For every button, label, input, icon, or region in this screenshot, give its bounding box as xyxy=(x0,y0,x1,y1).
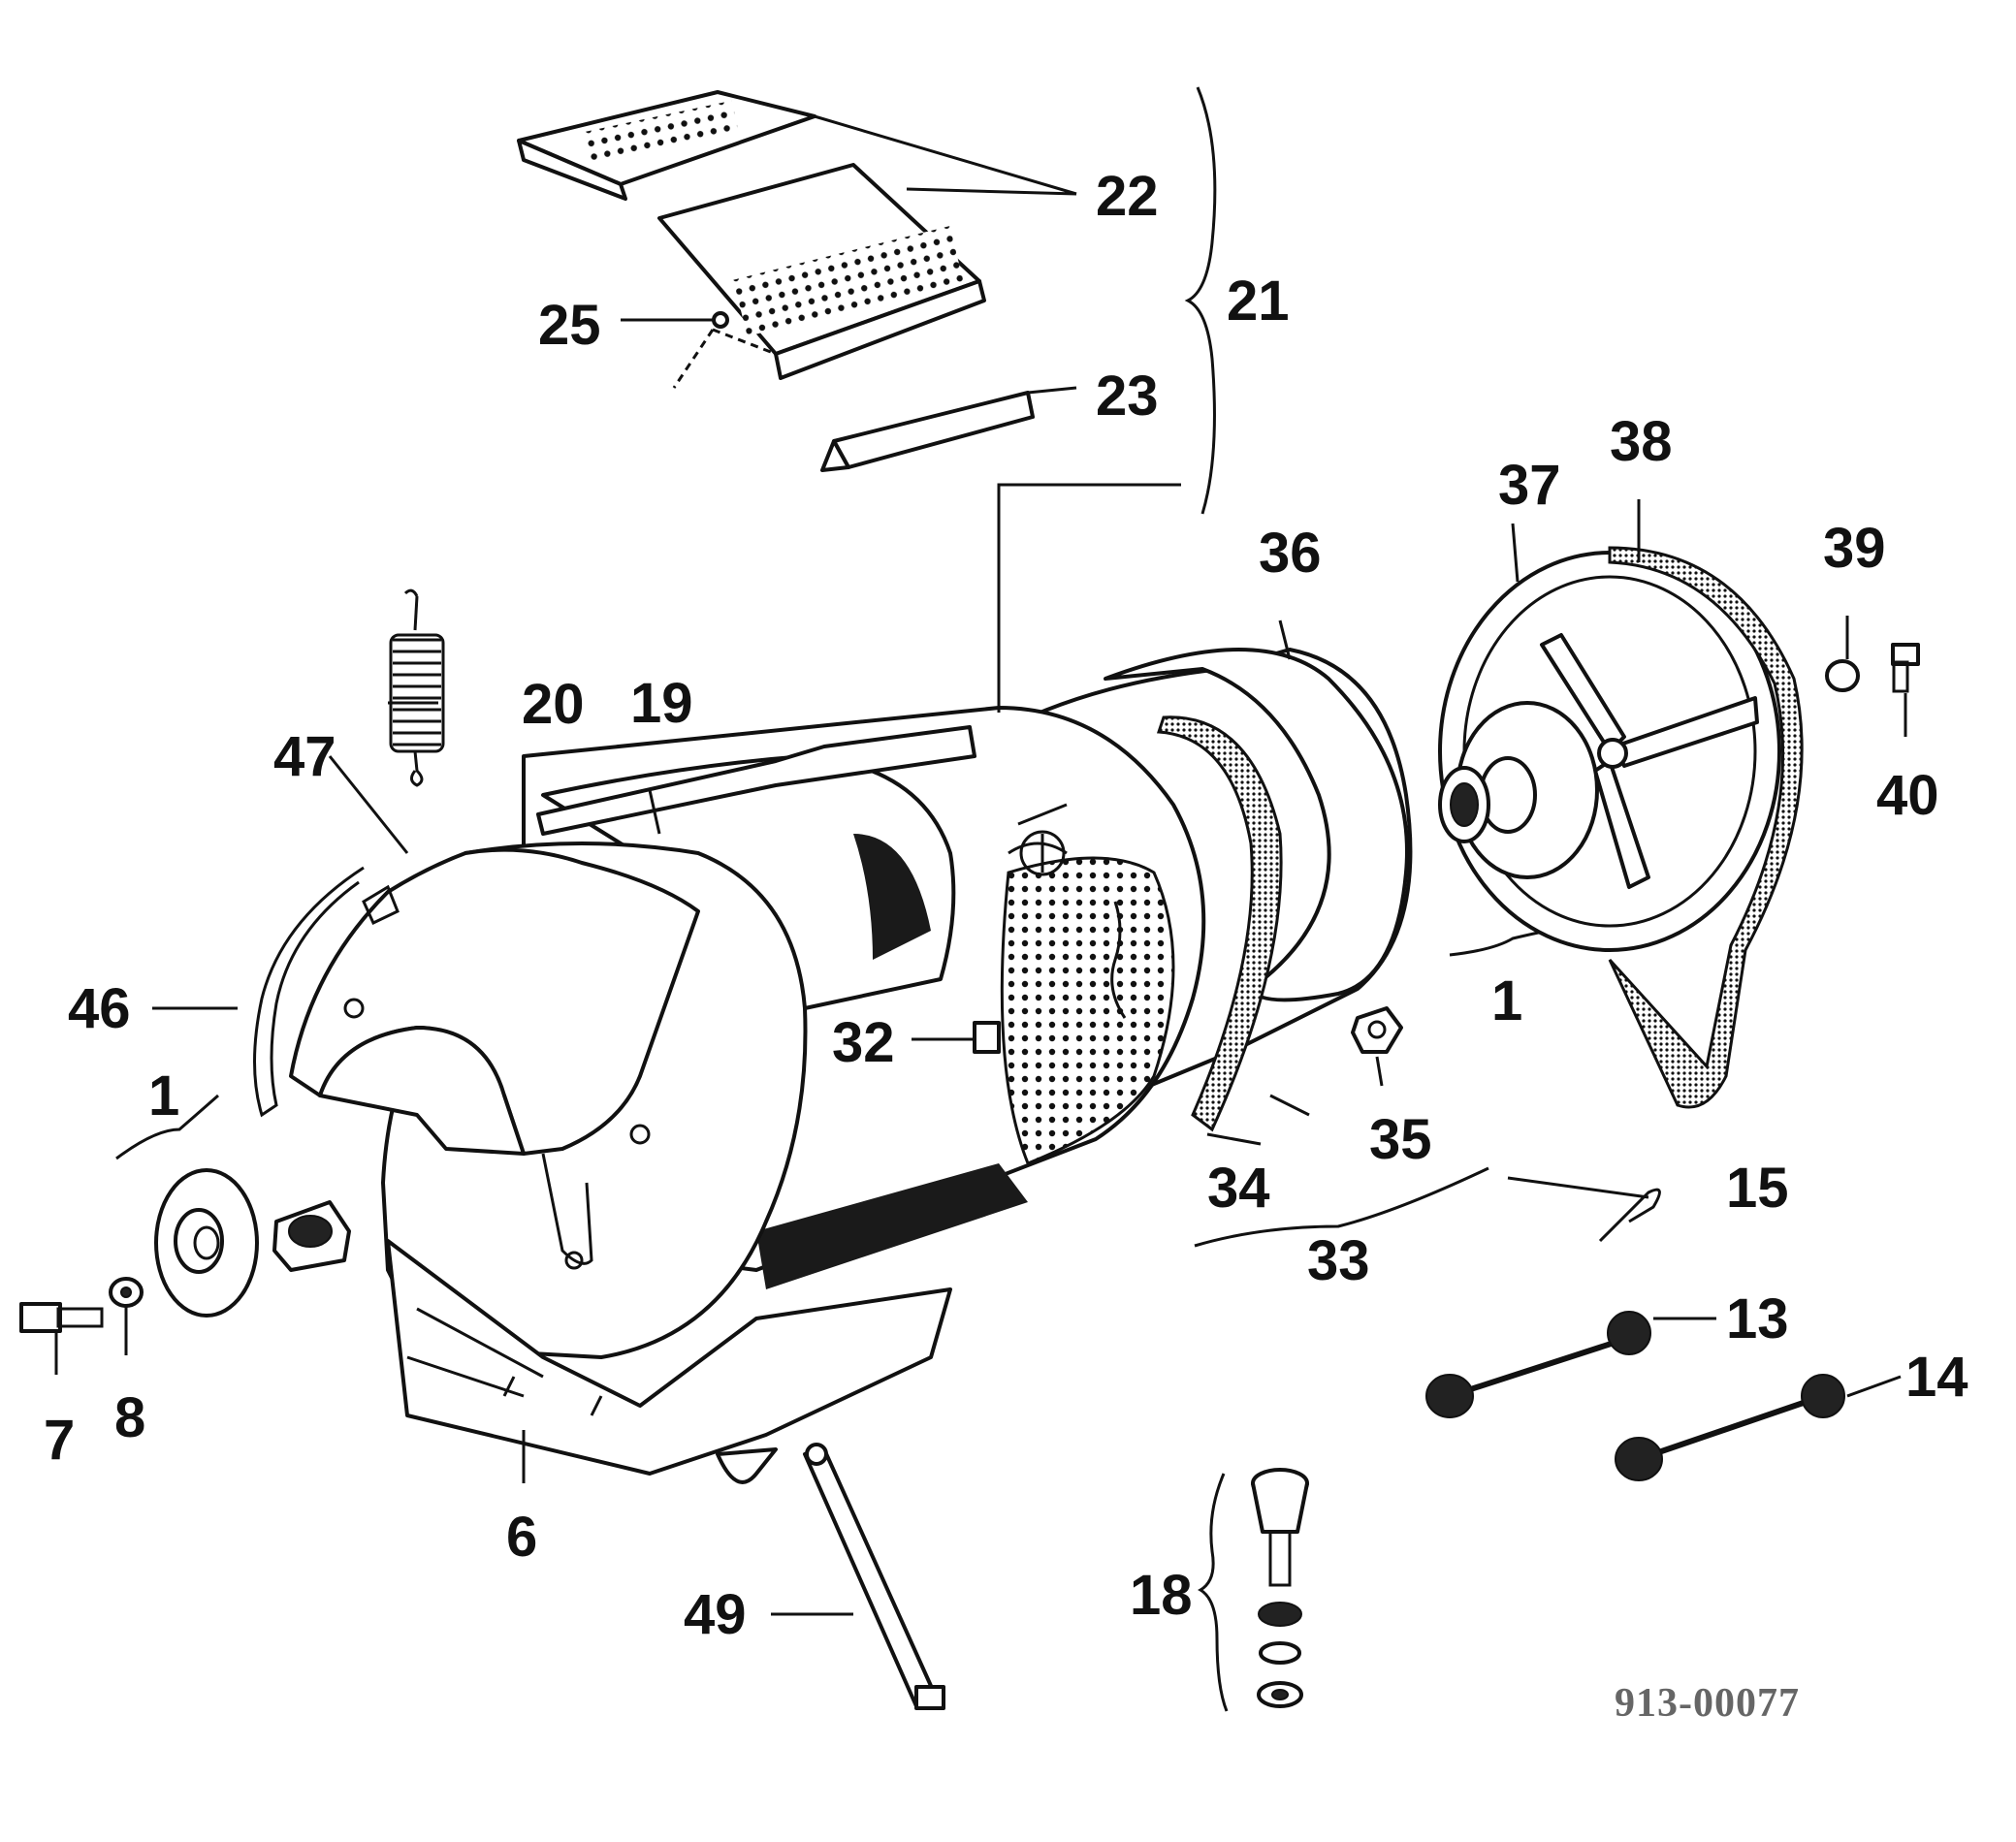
pivot-bolt xyxy=(1351,1006,1403,1054)
brace-21 xyxy=(1184,86,1217,515)
label-25: 25 xyxy=(538,294,601,357)
foot-assembly xyxy=(1251,1468,1309,1708)
drive-belt xyxy=(1608,546,1804,1109)
label-37: 37 xyxy=(1498,454,1561,517)
label-22: 22 xyxy=(1096,165,1159,228)
clamp-wire xyxy=(253,866,365,1118)
label-14: 14 xyxy=(1905,1346,1968,1409)
label-13: 13 xyxy=(1726,1287,1789,1350)
label-23: 23 xyxy=(1096,365,1159,428)
label-39: 39 xyxy=(1823,517,1886,580)
nut-39 xyxy=(1825,659,1860,692)
label-1-left: 1 xyxy=(148,1064,179,1127)
label-15: 15 xyxy=(1726,1157,1789,1220)
brace-33 xyxy=(1194,1166,1489,1248)
label-19: 19 xyxy=(630,672,693,735)
bracket-32 xyxy=(973,1021,1001,1054)
label-35: 35 xyxy=(1369,1108,1432,1171)
clip xyxy=(672,311,777,389)
shock-absorber-14 xyxy=(1615,1374,1845,1481)
baffle xyxy=(820,391,1035,472)
label-20: 20 xyxy=(522,673,585,736)
damper xyxy=(803,1443,945,1710)
label-47: 47 xyxy=(273,725,336,788)
spring xyxy=(389,588,445,787)
clip-15 xyxy=(1598,1188,1661,1243)
label-38: 38 xyxy=(1610,410,1673,473)
label-46: 46 xyxy=(68,977,131,1040)
lifter-upper xyxy=(517,90,816,201)
front-tub-half xyxy=(289,842,952,1484)
leader-lines xyxy=(54,114,1907,1616)
label-21: 21 xyxy=(1227,270,1290,333)
left-bearing-nut xyxy=(272,1200,351,1272)
right-hub xyxy=(1438,701,1599,879)
brace-18 xyxy=(1198,1473,1229,1712)
callout-labels: 22 21 25 23 38 37 36 39 40 20 19 47 1 46… xyxy=(44,165,1968,1726)
label-7: 7 xyxy=(44,1409,75,1472)
label-36: 36 xyxy=(1259,522,1322,585)
left-flange xyxy=(154,1168,259,1318)
label-49: 49 xyxy=(684,1583,747,1646)
reference-number: 913-00077 xyxy=(1615,1681,1800,1726)
tub-assembly xyxy=(522,648,1413,1289)
bolt-40 xyxy=(1891,643,1920,693)
washer xyxy=(109,1277,144,1308)
label-8: 8 xyxy=(114,1386,145,1449)
bolt xyxy=(19,1302,104,1333)
label-32: 32 xyxy=(832,1011,895,1074)
label-6: 6 xyxy=(506,1506,537,1569)
brace-1-left xyxy=(115,1094,219,1160)
lifter-lower xyxy=(657,163,986,380)
label-1-right: 1 xyxy=(1491,969,1522,1032)
label-34: 34 xyxy=(1207,1157,1270,1220)
label-18: 18 xyxy=(1130,1564,1193,1627)
label-40: 40 xyxy=(1876,764,1939,827)
shock-absorber-13 xyxy=(1425,1311,1651,1418)
label-33: 33 xyxy=(1307,1229,1370,1292)
